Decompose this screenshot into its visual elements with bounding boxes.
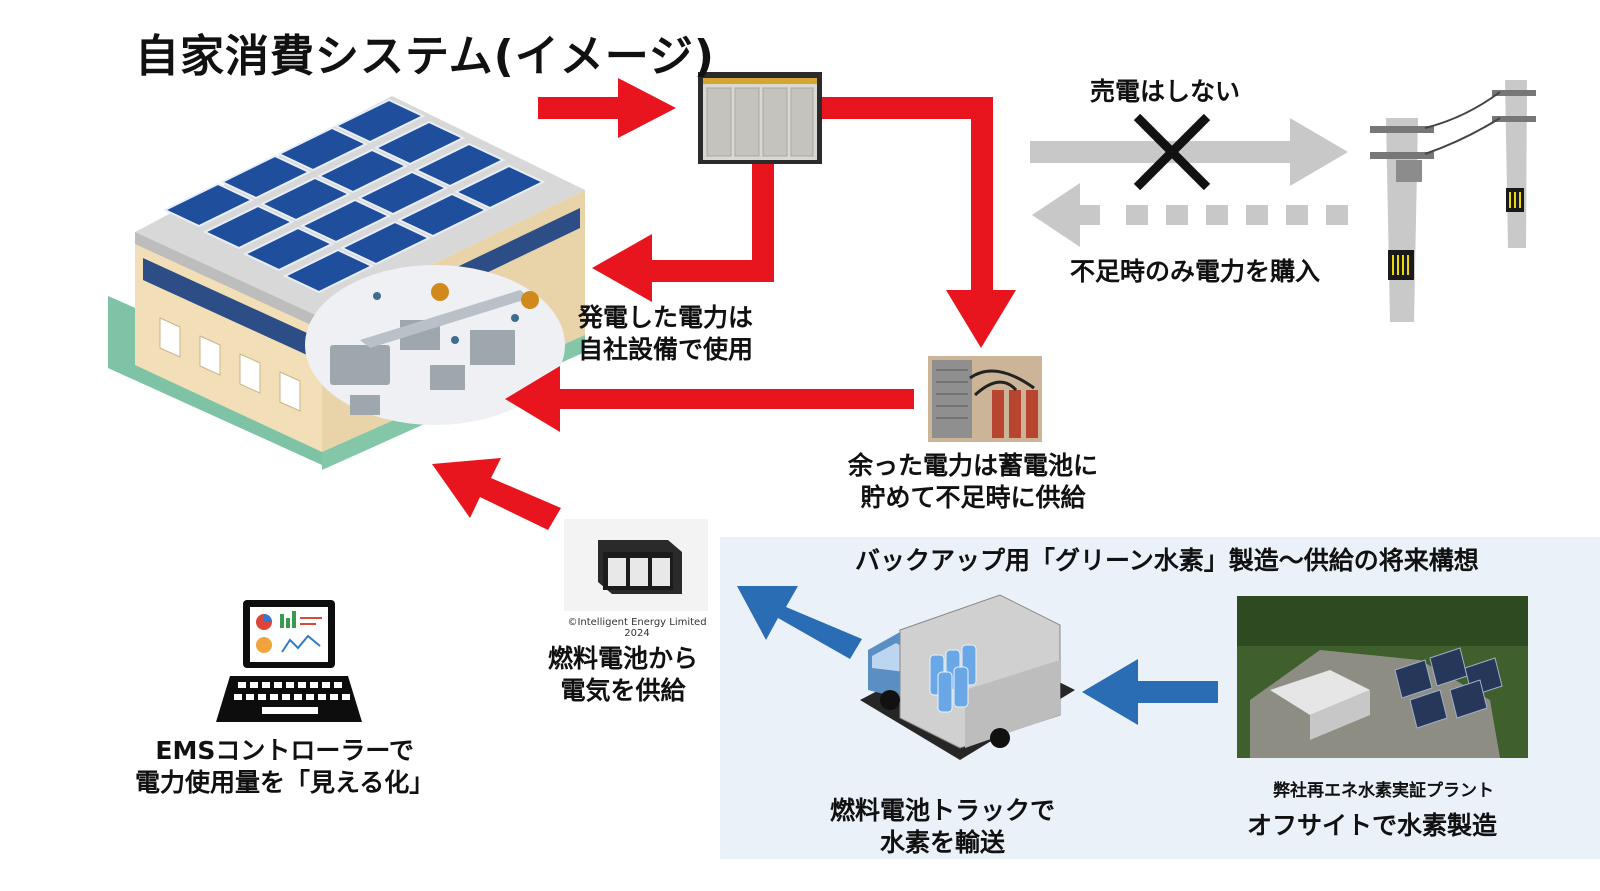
truck-line-1: 燃料電池トラックで — [830, 796, 1056, 825]
fuel-cell-credit-line-2: 2024 — [624, 628, 650, 639]
fuel-cell-label: 燃料電池から 電気を供給 — [548, 643, 698, 707]
utility-poles-illustration — [1370, 80, 1536, 322]
battery-panel-illustration — [928, 356, 1042, 442]
truck-label: 燃料電池トラックで 水素を輸送 — [830, 795, 1055, 859]
fuel-cell-illustration — [564, 519, 708, 611]
fuel-cell-line-1: 燃料電池から — [548, 644, 699, 673]
battery-line-1: 余った電力は蓄電池に — [848, 451, 1099, 480]
battery-label: 余った電力は蓄電池に 貯めて不足時に供給 — [848, 450, 1098, 514]
grid-arrows — [1030, 118, 1348, 247]
power-conditioner-illustration — [698, 72, 822, 164]
ems-label: EMSコントローラーで 電力使用量を「見える化」 — [135, 735, 434, 799]
hydrogen-plant-photo — [1237, 596, 1528, 758]
truck-illustration — [860, 594, 1075, 760]
factory-illustration — [108, 96, 585, 470]
self-use-label: 発電した電力は 自社設備で使用 — [578, 302, 753, 366]
self-use-line-2: 自社設備で使用 — [578, 335, 754, 364]
battery-line-2: 貯めて不足時に供給 — [860, 483, 1086, 512]
fuel-cell-credit-line-1: ©Intelligent Energy Limited — [567, 617, 707, 628]
plant-label: オフサイトで水素製造 — [1247, 811, 1498, 840]
red-flow-arrows — [432, 78, 1016, 530]
blue-flow-arrows — [737, 586, 1218, 725]
plant-caption: 弊社再エネ水素実証プラント — [1273, 781, 1494, 801]
ems-line-2: 電力使用量を「見える化」 — [135, 768, 435, 797]
fuel-cell-line-2: 電気を供給 — [560, 676, 686, 705]
page-title: 自家消費システム(イメージ) — [135, 31, 716, 82]
fuel-cell-credit: ©Intelligent Energy Limited 2024 — [566, 617, 708, 639]
no-sell-label: 売電はしない — [1090, 77, 1241, 106]
self-use-line-1: 発電した電力は — [578, 303, 754, 332]
truck-line-2: 水素を輸送 — [880, 828, 1006, 857]
x-cross-icon — [1133, 113, 1211, 191]
hydrogen-section-title: バックアップ用「グリーン水素」製造～供給の将来構想 — [855, 546, 1479, 575]
ems-line-1: EMSコントローラーで — [155, 736, 414, 765]
laptop-icon — [216, 600, 362, 722]
buy-shortage-label: 不足時のみ電力を購入 — [1070, 257, 1321, 286]
